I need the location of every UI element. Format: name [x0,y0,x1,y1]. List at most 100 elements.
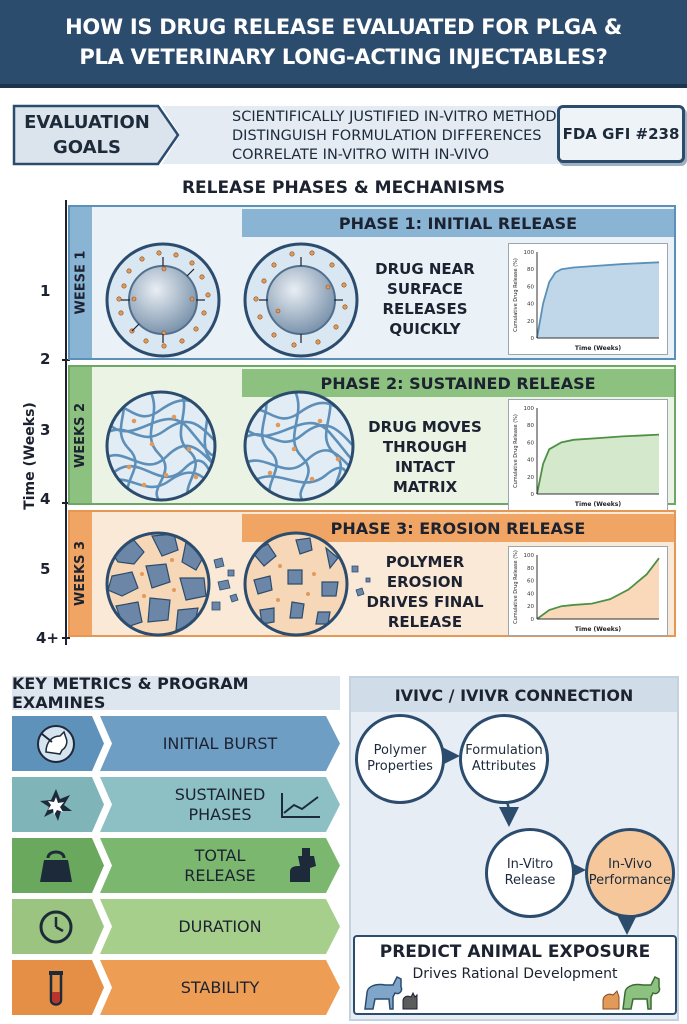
predict-subtitle: Drives Rational Development [412,966,618,982]
time-tick: 2 [40,350,51,368]
phase-2-side-label: WEEKS 2 [70,367,92,503]
fda-badge: FDA GFI #238 [557,105,685,163]
goal-item: CORRELATE IN-VITRO WITH IN-VIVO [232,147,490,163]
y-tick-label: 40 [527,302,534,308]
y-tick-label: 100 [524,553,535,559]
metric-label: DURATION [100,899,340,954]
ivivc-title: IVIVC / IVIVR CONNECTION [351,678,677,712]
metric-row-stability: STABILITY [12,960,340,1015]
predict-title: PREDICT ANIMAL EXPOSURE [379,942,651,962]
time-tick: 4 [40,490,51,508]
animal-injection-icon [37,725,75,763]
y-tick-label: 40 [527,591,534,597]
phase-2-description: DRUG MOVES THROUGH INTACT MATRIX [368,418,482,496]
goals-tag-line-2: GOALS [53,137,121,158]
x-axis-label: Time (Weeks) [575,501,621,508]
header-banner: HOW IS DRUG RELEASE EVALUATED FOR PLGA &… [0,0,687,88]
node-in-vivo-performance: In-Vivo Performance [585,828,675,918]
key-metrics-title: KEY METRICS & PROGRAM EXAMINES [12,674,340,712]
metric-icon-cell [12,838,104,893]
time-tick: 1 [40,282,51,300]
erosion-illustration [105,531,239,637]
horse-cat-icon [364,975,418,1010]
release-curve [536,261,660,339]
x-axis-label: Time (Weeks) [575,626,621,633]
metric-icon-cell [12,899,104,954]
goals-list: SCIENTIFICALLY JUSTIFIED IN-VITRO METHOD… [232,108,557,165]
phase-2-title: PHASE 2: SUSTAINED RELEASE [242,369,674,397]
bottle-icon [290,848,316,882]
matrix-network-illustration [243,390,355,502]
y-tick-label: 20 [527,604,534,610]
dog-horse-icon [602,975,661,1010]
metric-label: SUSTAINED PHASES [100,777,340,832]
metric-row-total-release: TOTAL RELEASE [12,838,340,893]
y-axis-label: Cumulative Drug Release (%) [513,414,519,488]
y-tick-label: 40 [527,458,534,464]
surface-particle-illustration [105,242,221,358]
predict-animal-exposure-box: PREDICT ANIMAL EXPOSURE Drives Rational … [353,935,677,1015]
evaluation-goals-tag: EVALUATION GOALS [12,104,180,166]
y-tick-label: 60 [527,440,534,446]
time-tick: 3 [40,421,51,439]
node-in-vitro-release: In-Vitro Release [485,828,575,918]
clock-icon [39,910,73,944]
goals-tag-line-1: EVALUATION [24,112,150,133]
node-formulation-attributes: Formulation Attributes [459,714,549,804]
phase-2-panel: WEEKS 2 PHASE 2: SUSTAINED RELEASE DRUG … [68,365,676,511]
goals-tag-shape [12,104,180,166]
burst-icon [40,789,72,821]
phase-1-panel: WEESE 1 PHASE 1: INITIAL RELEASE DRUG NE… [68,205,676,360]
erosion-illustration [243,531,371,637]
phase-1-title: PHASE 1: INITIAL RELEASE [242,209,674,237]
y-tick-label: 20 [527,319,534,325]
y-tick-label: 80 [527,267,534,273]
phase-1-description: DRUG NEAR SURFACE RELEASES QUICKLY [375,260,475,338]
metric-icon-cell [12,777,104,832]
evaluation-goals: EVALUATION GOALS SCIENTIFICALLY JUSTIFIE… [12,104,685,166]
metric-row-initial-burst: INITIAL BURST [12,716,340,771]
node-polymer-properties: Polymer Properties [355,714,445,804]
release-curve [536,433,660,495]
metric-icon-cell [12,716,104,771]
y-tick-label: 60 [527,284,534,290]
metric-icon-cell [12,960,104,1015]
y-tick-label: 20 [527,475,534,481]
phases-section-title: RELEASE PHASES & MECHANISMS [181,178,506,198]
phase-3-description: POLYMER EROSION DRIVES FINAL RELEASE [366,553,484,631]
phase-3-panel: WEEKS 3 PHASE 3: EROSION RELEASE POLYMER… [68,510,676,637]
y-tick-label: 0 [531,336,535,342]
time-tick: 5 [40,560,51,578]
test-tube-icon [49,971,63,1006]
time-axis-label: Time (Weeks) [22,402,38,510]
surface-particle-illustration [243,242,359,358]
title-line-2: PLA VETERINARY LONG-ACTING INJECTABLES? [79,45,608,69]
goal-item: SCIENTIFICALLY JUSTIFIED IN-VITRO METHOD [232,109,557,125]
y-tick-label: 100 [524,250,535,256]
metric-label: INITIAL BURST [100,716,340,771]
x-axis-label: Time (Weeks) [575,345,621,352]
key-metrics-section: KEY METRICS & PROGRAM EXAMINES INITIAL B… [12,674,340,1021]
rising-chart-icon [281,793,320,818]
y-axis-label: Cumulative Drug Release (%) [513,258,519,332]
title-line-1: HOW IS DRUG RELEASE EVALUATED FOR PLGA & [65,15,622,39]
release-area [537,558,659,619]
metric-label: STABILITY [100,960,340,1015]
weight-icon [40,850,72,882]
metric-row-duration: DURATION [12,899,340,954]
release-area [537,434,659,494]
release-area [537,262,659,338]
y-tick-label: 60 [527,579,534,585]
metric-row-sustained-phases: SUSTAINED PHASES [12,777,340,832]
release-curve [536,557,660,620]
goal-item: DISTINGUISH FORMULATION DIFFERENCES [232,128,542,144]
y-tick-label: 0 [531,492,535,498]
y-tick-label: 80 [527,566,534,572]
y-tick-label: 0 [531,617,535,623]
